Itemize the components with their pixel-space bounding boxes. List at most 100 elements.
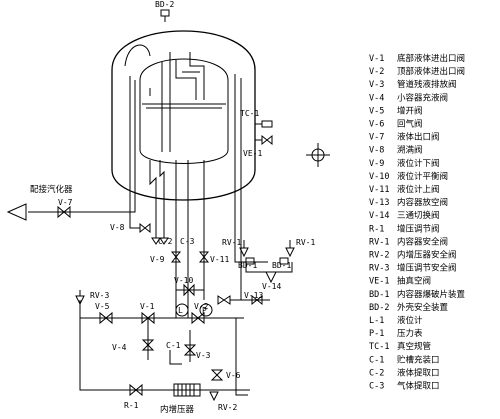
legend-desc: 外壳安全装置 xyxy=(397,302,449,313)
legend-code: V-2 xyxy=(369,67,384,77)
c2-c3-group: C-2 C-3 xyxy=(151,192,195,246)
pressure-gauge-icon xyxy=(199,303,213,317)
legend-desc: 增压调节安全阀 xyxy=(397,263,457,274)
arrow-left-icon xyxy=(6,203,27,221)
booster-coil xyxy=(173,383,201,397)
legend-desc: 液体出口阀 xyxy=(397,132,440,143)
legend-desc: 内容器放空阀 xyxy=(397,197,448,208)
legend-code: V-11 xyxy=(369,185,389,195)
legend-code: BD-2 xyxy=(369,303,389,313)
label-v13: V-13 xyxy=(244,291,263,300)
legend-desc: 顶部液体进出口阀 xyxy=(397,66,465,77)
level-gauge-lines: V-9 V-11 V-10 L P xyxy=(150,160,229,318)
legend-desc: 内容器安全阀 xyxy=(397,236,448,247)
legend-desc: 管道残液排放阀 xyxy=(397,79,457,90)
three-way-valve-icon xyxy=(265,271,277,284)
legend-desc: 贮槽充装口 xyxy=(397,354,440,365)
valve-icon xyxy=(141,339,155,351)
legend-code: V-10 xyxy=(369,172,389,182)
legend-desc: 内容器爆破片装置 xyxy=(397,289,466,300)
tc1-ve1-group: TC-1 VE-1 xyxy=(240,109,273,158)
legend-desc: 抽真空阀 xyxy=(397,276,431,287)
legend-code: V-4 xyxy=(369,93,384,103)
valve-icon xyxy=(198,251,210,263)
label-booster: 内增压器 xyxy=(160,404,195,415)
legend-code: P-1 xyxy=(369,329,384,339)
label-rv3: RV-3 xyxy=(90,291,109,300)
legend-code: C-3 xyxy=(369,382,384,392)
label-side-outlet: 配接汽化器 xyxy=(30,184,73,195)
label-ve1: VE-1 xyxy=(243,149,262,158)
valve-icon xyxy=(141,311,155,325)
valve-icon xyxy=(261,134,273,146)
bottom-piping: RV-3 V-5 V-1 V-2 V-4 V-3 C-1 V-6 RV-2 R-… xyxy=(75,290,250,415)
label-v5: V-5 xyxy=(95,302,110,311)
label-bd1-b: BD-1 xyxy=(272,261,291,270)
legend-code: V-5 xyxy=(369,106,384,116)
valve-icon xyxy=(217,295,231,305)
relief-valve-icon xyxy=(209,391,219,402)
inner-vessel xyxy=(139,58,229,164)
label-c2: C-2 xyxy=(158,237,173,246)
crosshair-mark xyxy=(306,143,330,167)
label-tc1: TC-1 xyxy=(240,109,259,118)
label-v9: V-9 xyxy=(150,255,165,264)
outlet-line: 配接汽化器 V-7 xyxy=(6,172,136,221)
legend-code: TC-1 xyxy=(369,342,389,352)
valve-icon xyxy=(170,251,182,263)
rupture-disc-icon xyxy=(245,257,255,265)
legend-desc: 回气阀 xyxy=(397,119,423,130)
valve-icon xyxy=(210,369,224,381)
legend-code: V-1 xyxy=(369,54,384,64)
legend-desc: 增压调节阀 xyxy=(397,223,440,234)
label-r1: R-1 xyxy=(124,401,139,410)
label-v2: V-2 xyxy=(194,302,209,311)
legend-desc: 气体提取口 xyxy=(397,381,440,392)
label-rv1-b: RV-1 xyxy=(296,238,315,247)
level-gauge-icon xyxy=(175,303,189,317)
label-bd1-a: BD-1 xyxy=(238,261,257,270)
legend-code: V-6 xyxy=(369,120,384,130)
label-v10: V-10 xyxy=(174,276,193,285)
valve-icon xyxy=(99,311,113,325)
legend-code: L-1 xyxy=(369,316,384,326)
legend-desc: 内增压器安全阀 xyxy=(397,250,457,261)
label-v3: V-3 xyxy=(196,351,211,360)
v13-group: V-13 xyxy=(217,176,270,306)
label-v7: V-7 xyxy=(58,198,73,207)
label-v8: V-8 xyxy=(110,223,125,232)
bd2-device: BD-2 xyxy=(155,0,174,22)
valve-icon xyxy=(183,344,197,356)
label-rv2: RV-2 xyxy=(218,403,237,412)
label-rv1-a: RV-1 xyxy=(222,238,241,247)
outer-shell xyxy=(111,30,256,201)
legend-code: RV-1 xyxy=(369,237,389,247)
legend-code: V-14 xyxy=(369,211,389,221)
legend-code: C-2 xyxy=(369,368,384,378)
rupture-disc-icon xyxy=(160,9,170,17)
legend-desc: 小容器充液阀 xyxy=(397,92,448,103)
legend-code: RV-2 xyxy=(369,251,389,261)
legend-code: R-1 xyxy=(369,224,384,234)
legend-desc: 增开阀 xyxy=(397,105,423,116)
valve-icon xyxy=(183,283,195,297)
legend-code: V-13 xyxy=(369,198,389,208)
label-c3: C-3 xyxy=(180,237,195,246)
vacuum-gauge-icon xyxy=(261,120,273,128)
storage-tank xyxy=(111,30,256,214)
label-v4: V-4 xyxy=(112,343,127,352)
legend-desc: 液位计 xyxy=(397,315,423,326)
label-c1: C-1 xyxy=(166,341,181,350)
legend-code: VE-1 xyxy=(369,277,389,287)
legend-code: V-7 xyxy=(369,133,384,143)
label-bd2: BD-2 xyxy=(155,0,174,9)
label-v14: V-14 xyxy=(262,282,281,291)
legend-desc: 液位计上阀 xyxy=(397,184,440,195)
legend-desc: 液体提取口 xyxy=(397,367,440,378)
valve-icon xyxy=(251,294,263,306)
label-v11: V-11 xyxy=(210,255,229,264)
legend-desc: 液位计下阀 xyxy=(397,158,440,169)
label-v6: V-6 xyxy=(226,371,241,380)
regulator-valve-icon xyxy=(129,383,143,397)
